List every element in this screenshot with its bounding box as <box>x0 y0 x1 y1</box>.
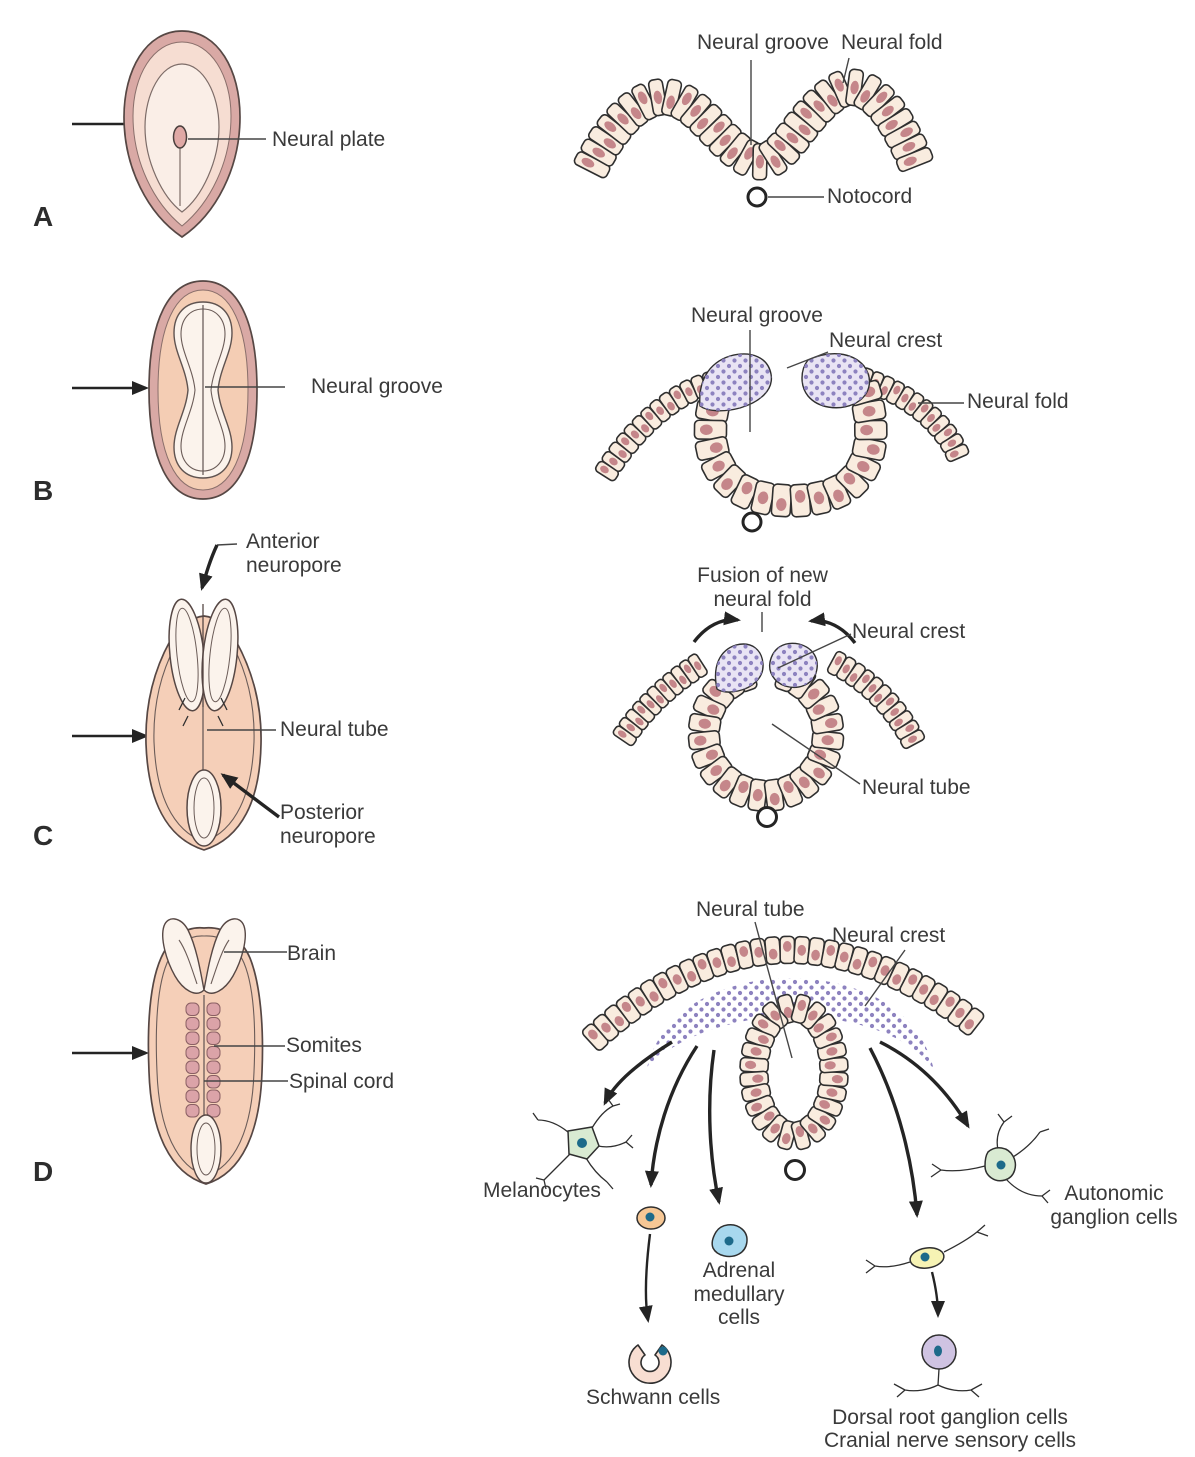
label-cranial-nerve-sensory-cells: Cranial nerve sensory cells <box>823 1429 1077 1452</box>
schwann-cell <box>628 1344 672 1385</box>
cross-section-b <box>594 330 970 533</box>
panel-letter-b: B <box>33 475 54 506</box>
notochord-circle-c <box>756 806 778 828</box>
label-adrenal-medullary-cells: Adrenal medullary cells <box>693 1259 785 1330</box>
posterior-loop <box>186 769 222 847</box>
label-schwann-cells: Schwann cells <box>586 1386 721 1409</box>
leader-neural-tube-c <box>771 723 861 785</box>
label-neural-groove-b-embryo: Neural groove <box>311 375 443 398</box>
embryo-c <box>145 543 281 851</box>
leader-neural-crest-d <box>864 949 906 1007</box>
somites-right-column <box>206 1002 221 1118</box>
label-spinal-cord: Spinal cord <box>289 1070 395 1093</box>
label-notocord-a: Notocord <box>827 185 913 208</box>
label-anterior-neuropore: Anterior neuropore <box>246 530 342 577</box>
autonomic-ganglion-cell <box>930 1113 1051 1204</box>
label-brain: Brain <box>287 942 337 965</box>
arrow-spindle-to-ganglion <box>930 1271 945 1318</box>
arrow-orange-to-schwann <box>638 1233 653 1323</box>
label-neural-fold-b: Neural fold <box>967 390 1069 413</box>
section-b-left-wing-cells <box>594 370 719 482</box>
leader-neural-crest-b <box>786 351 829 369</box>
label-neural-fold-a: Neural fold <box>841 31 943 54</box>
leader-neural-crest-c <box>777 633 852 669</box>
cross-section-c <box>612 611 926 828</box>
label-dorsal-root-ganglion-cells: Dorsal root ganglion cells <box>832 1406 1068 1429</box>
leader-neural-tube-d <box>754 921 793 1059</box>
notochord-circle-d <box>784 1159 806 1181</box>
neural-crest-field-d <box>646 978 934 1072</box>
label-neural-tube-c-embryo: Neural tube <box>280 718 389 741</box>
leader-neural-fold-a <box>842 57 850 84</box>
label-melanocytes: Melanocytes <box>483 1179 601 1202</box>
melanocyte-cell <box>532 1098 634 1190</box>
sensory-precursor-cell <box>865 1224 989 1274</box>
anterior-neuropore-elbow <box>216 543 238 546</box>
label-neural-crest-d: Neural crest <box>832 924 946 947</box>
panel-letter-c: C <box>33 820 54 851</box>
embryo-d <box>147 918 288 1185</box>
fusion-arrow-right <box>808 612 857 645</box>
label-neural-crest-b: Neural crest <box>829 329 943 352</box>
cross-section-a <box>573 57 934 208</box>
section-d-tube-ring-cells <box>739 993 849 1151</box>
panel-letter-a: A <box>33 201 54 232</box>
arrow-to-adrenal <box>707 1049 723 1205</box>
fusion-arrow-left <box>692 611 741 644</box>
section-c-right-wing-cells <box>826 650 926 750</box>
label-neural-tube-c: Neural tube <box>862 776 971 799</box>
embryo-b <box>148 280 285 500</box>
schwann-precursor-cell <box>636 1206 666 1230</box>
arrow-to-schwann-line <box>644 1045 699 1188</box>
arrow-to-melanocytes <box>603 1040 673 1106</box>
label-somites: Somites <box>286 1034 362 1057</box>
label-posterior-neuropore: Posterior neuropore <box>280 801 376 848</box>
arrow-to-autonomic <box>879 1040 970 1129</box>
derivative-arrows <box>603 1040 970 1323</box>
panel-letter-d: D <box>33 1156 54 1187</box>
section-d-ectoderm-arch-cells <box>581 935 985 1051</box>
section-c-tube-ring-cells <box>687 658 845 812</box>
label-neural-groove-a: Neural groove <box>697 31 829 54</box>
neural-plate-shape <box>172 125 188 149</box>
label-neural-tube-d: Neural tube <box>696 898 805 921</box>
cross-section-d <box>581 921 985 1181</box>
posterior-neuropore-arrow <box>220 773 281 819</box>
notochord-circle-b <box>741 511 763 533</box>
section-a-band-cells <box>573 68 934 181</box>
label-autonomic-ganglion-cells: Autonomic ganglion cells <box>1050 1182 1178 1229</box>
anterior-neuropore-arrow <box>199 544 219 591</box>
label-neural-crest-c: Neural crest <box>852 620 966 643</box>
label-fusion-of-new-neural-fold: Fusion of new neural fold <box>697 564 828 611</box>
label-neural-groove-b: Neural groove <box>691 304 823 327</box>
dorsal-root-ganglion-cell <box>893 1334 983 1398</box>
label-neural-plate: Neural plate <box>272 128 386 151</box>
section-c-left-wing-cells <box>612 653 708 747</box>
adrenal-medullary-cell <box>711 1224 748 1258</box>
notochord-circle-a <box>746 186 768 208</box>
arrow-to-dorsal-root-line <box>868 1047 923 1218</box>
embryo-a <box>123 30 266 239</box>
somites-left-column <box>185 1002 200 1118</box>
